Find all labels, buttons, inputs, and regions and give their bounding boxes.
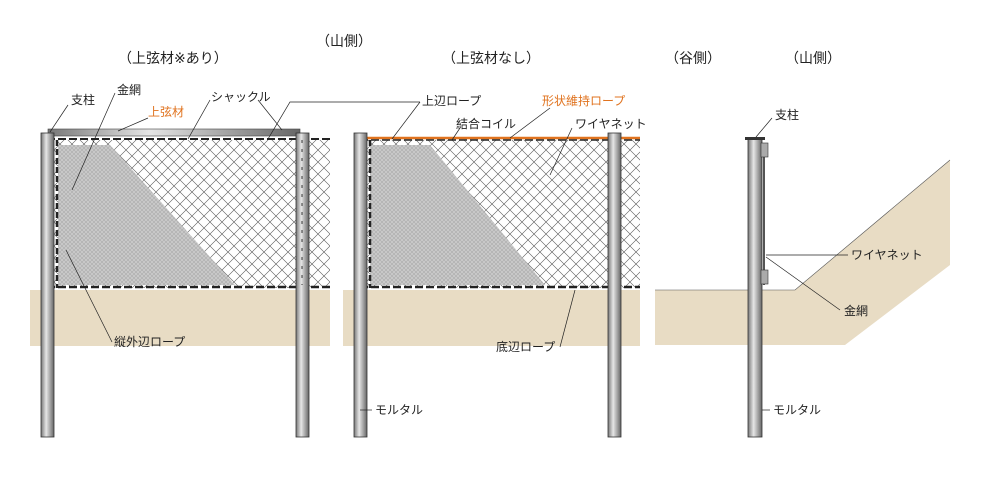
label-top-chord: 上弦材 xyxy=(148,105,185,119)
wire-mesh-fine xyxy=(370,145,545,285)
section-view xyxy=(655,137,951,438)
leader-lines xyxy=(49,92,848,411)
label-wire-net: ワイヤネット xyxy=(575,117,647,131)
label-mortar-section: モルタル xyxy=(773,403,822,417)
label-post-section: 支柱 xyxy=(775,108,800,122)
label-wire-net-section: ワイヤネット xyxy=(851,248,923,262)
post xyxy=(747,137,763,438)
top-chord-bar xyxy=(47,128,301,137)
label-wire-mesh: 金網 xyxy=(117,83,142,97)
post xyxy=(353,132,368,438)
heading-mountain-side-right: （山側） xyxy=(785,51,841,67)
post xyxy=(607,132,622,438)
heading-valley-side: （谷側） xyxy=(665,51,721,67)
ground xyxy=(30,290,330,346)
slope-ground xyxy=(655,160,950,345)
post xyxy=(40,132,55,438)
label-coupling-coil: 結合コイル xyxy=(456,117,517,131)
panel-with-top-chord xyxy=(30,128,330,438)
label-wire-mesh-section: 金網 xyxy=(844,304,869,318)
heading-without-top-chord: （上弦材なし） xyxy=(442,51,540,67)
ground xyxy=(343,290,640,346)
label-mortar: モルタル xyxy=(375,403,424,417)
label-vertical-edge-rope: 縦外辺ロープ xyxy=(114,335,186,349)
label-post: 支柱 xyxy=(71,93,96,107)
label-top-edge-rope: 上辺ロープ xyxy=(422,94,482,108)
panel-without-top-chord xyxy=(343,132,640,438)
label-shape-keeping-rope: 形状維持ロープ xyxy=(542,94,626,108)
heading-with-top-chord: （上弦材※あり） xyxy=(118,51,228,67)
wire-mesh-fine xyxy=(58,145,235,285)
heading-mountain-side: （山側） xyxy=(316,34,372,50)
label-bottom-edge-rope: 底辺ロープ xyxy=(496,340,556,354)
label-shackle: シャックル xyxy=(211,90,271,104)
